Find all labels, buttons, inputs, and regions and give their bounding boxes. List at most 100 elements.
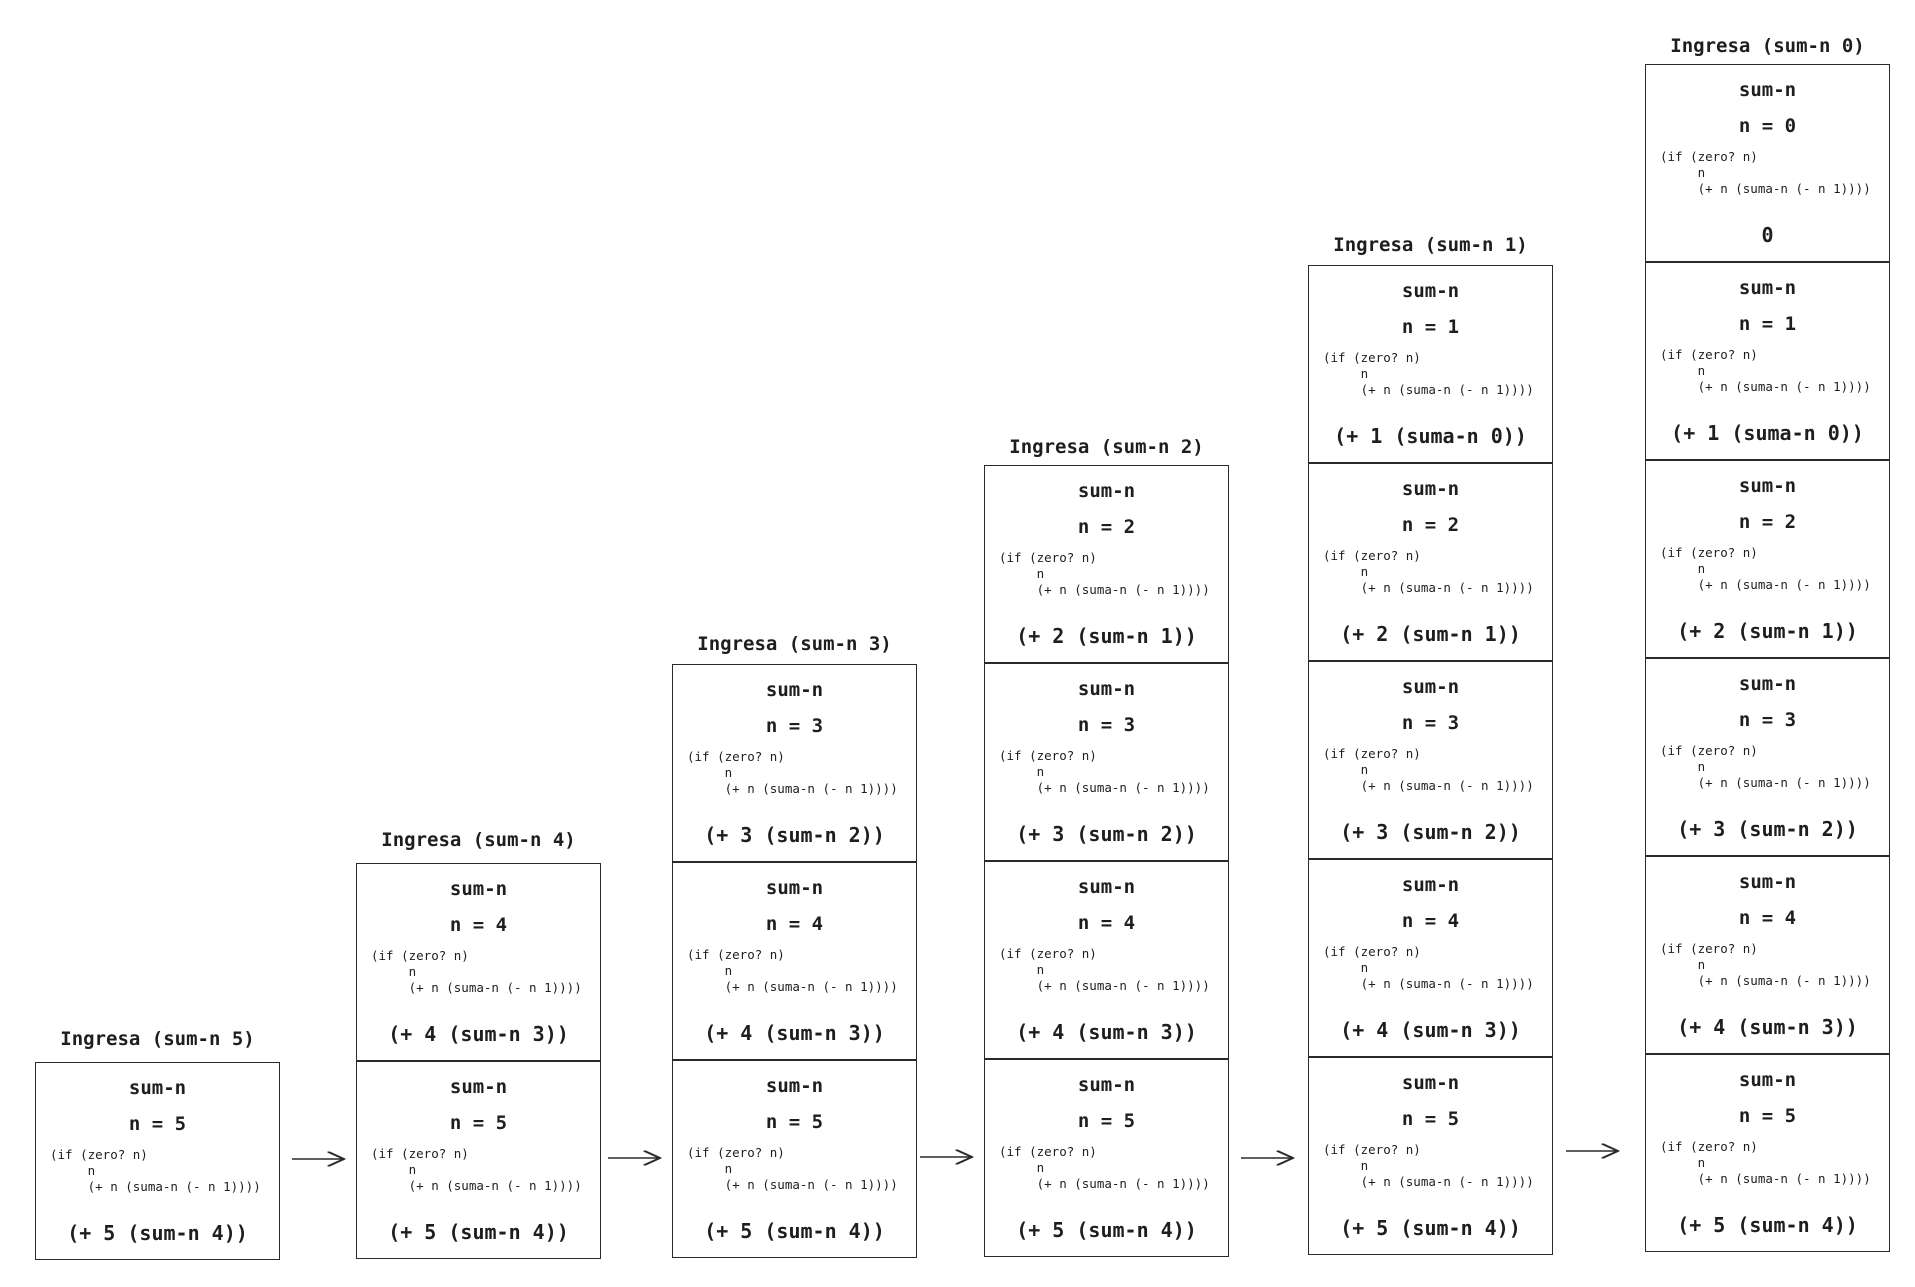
code-line: n xyxy=(999,764,1045,779)
code-line: n xyxy=(1323,1158,1369,1173)
frame-function-name: sum-n xyxy=(1738,277,1797,299)
frame-pending-expression: (+ 5 (sum-n 4)) xyxy=(704,1219,885,1243)
frame-function-name: sum-n xyxy=(1401,676,1460,698)
code-line: (if (zero? n) xyxy=(371,948,469,963)
code-line: (+ n (suma-n (- n 1)))) xyxy=(1323,976,1534,991)
code-line: (+ n (suma-n (- n 1)))) xyxy=(1323,382,1534,397)
frame-pending-expression: (+ 2 (sum-n 1)) xyxy=(1677,619,1858,643)
code-line: (if (zero? n) xyxy=(1323,746,1421,761)
code-line: n xyxy=(999,962,1045,977)
code-line: (if (zero? n) xyxy=(999,748,1097,763)
code-line: n xyxy=(50,1163,96,1178)
code-line: (+ n (suma-n (- n 1)))) xyxy=(1660,577,1871,592)
code-line: (+ n (suma-n (- n 1)))) xyxy=(1323,580,1534,595)
frame-n-binding: n = 5 xyxy=(449,1112,508,1134)
frame-function-body: (if (zero? n) n (+ n (suma-n (- n 1)))) xyxy=(1323,944,1534,992)
frame-n-binding: n = 5 xyxy=(1077,1110,1136,1132)
code-line: n xyxy=(687,963,733,978)
frame-pending-expression: 0 xyxy=(1761,223,1774,247)
frame-pending-expression: (+ 1 (suma-n 0)) xyxy=(1671,421,1864,445)
code-line: (+ n (suma-n (- n 1)))) xyxy=(1660,379,1871,394)
frame-function-name: sum-n xyxy=(1077,876,1136,898)
code-line: (+ n (suma-n (- n 1)))) xyxy=(371,980,582,995)
code-line: (if (zero? n) xyxy=(1660,545,1758,560)
frame-function-body: (if (zero? n) n (+ n (suma-n (- n 1)))) xyxy=(371,948,582,996)
frame-pending-expression: (+ 1 (suma-n 0)) xyxy=(1334,424,1527,448)
frame-n-binding: n = 3 xyxy=(765,715,824,737)
frame-function-body: (if (zero? n) n (+ n (suma-n (- n 1)))) xyxy=(371,1146,582,1194)
frame-n-binding: n = 5 xyxy=(1738,1105,1797,1127)
code-line: (+ n (suma-n (- n 1)))) xyxy=(687,1177,898,1192)
frame-pending-expression: (+ 5 (sum-n 4)) xyxy=(1677,1213,1858,1237)
frame-pending-expression: (+ 4 (sum-n 3)) xyxy=(1677,1015,1858,1039)
frame-function-name: sum-n xyxy=(449,1076,508,1098)
frame-function-body: (if (zero? n) n (+ n (suma-n (- n 1)))) xyxy=(1660,347,1871,395)
frame-function-body: (if (zero? n) n (+ n (suma-n (- n 1)))) xyxy=(1660,149,1871,197)
code-line: (+ n (suma-n (- n 1)))) xyxy=(999,1176,1210,1191)
code-line: (if (zero? n) xyxy=(999,1144,1097,1159)
code-line: (if (zero? n) xyxy=(687,749,785,764)
frame-n-binding: n = 1 xyxy=(1738,313,1797,335)
frame-function-body: (if (zero? n) n (+ n (suma-n (- n 1)))) xyxy=(50,1147,261,1195)
frame-pending-expression: (+ 4 (sum-n 3)) xyxy=(704,1021,885,1045)
frame-n-binding: n = 2 xyxy=(1738,511,1797,533)
code-line: (+ n (suma-n (- n 1)))) xyxy=(1323,1174,1534,1189)
frame-function-body: (if (zero? n) n (+ n (suma-n (- n 1)))) xyxy=(687,749,898,797)
frame-function-name: sum-n xyxy=(1401,478,1460,500)
frame-function-name: sum-n xyxy=(1401,874,1460,896)
code-line: (+ n (suma-n (- n 1)))) xyxy=(1660,775,1871,790)
frame-function-body: (if (zero? n) n (+ n (suma-n (- n 1)))) xyxy=(1323,350,1534,398)
code-line: (+ n (suma-n (- n 1)))) xyxy=(50,1179,261,1194)
code-line: (if (zero? n) xyxy=(687,1145,785,1160)
frame-function-body: (if (zero? n) n (+ n (suma-n (- n 1)))) xyxy=(999,550,1210,598)
frame-pending-expression: (+ 5 (sum-n 4)) xyxy=(67,1221,248,1245)
code-line: (+ n (suma-n (- n 1)))) xyxy=(687,979,898,994)
frame-function-name: sum-n xyxy=(128,1077,187,1099)
frame-function-body: (if (zero? n) n (+ n (suma-n (- n 1)))) xyxy=(1323,1142,1534,1190)
frame-pending-expression: (+ 3 (sum-n 2)) xyxy=(1340,820,1521,844)
frame-function-name: sum-n xyxy=(1401,1072,1460,1094)
code-line: n xyxy=(1660,561,1706,576)
code-line: (if (zero? n) xyxy=(999,550,1097,565)
code-line: n xyxy=(1660,165,1706,180)
code-line: (if (zero? n) xyxy=(1660,1139,1758,1154)
frame-function-body: (if (zero? n) n (+ n (suma-n (- n 1)))) xyxy=(1323,548,1534,596)
frame-pending-expression: (+ 3 (sum-n 2)) xyxy=(704,823,885,847)
frame-n-binding: n = 4 xyxy=(449,914,508,936)
code-line: (if (zero? n) xyxy=(1660,941,1758,956)
code-line: n xyxy=(687,1161,733,1176)
frame-function-body: (if (zero? n) n (+ n (suma-n (- n 1)))) xyxy=(1660,545,1871,593)
code-line: (if (zero? n) xyxy=(371,1146,469,1161)
code-line: n xyxy=(1660,363,1706,378)
code-line: (if (zero? n) xyxy=(1660,149,1758,164)
frame-function-name: sum-n xyxy=(765,679,824,701)
code-line: (if (zero? n) xyxy=(1323,1142,1421,1157)
stack-title: Ingresa (sum-n 3) xyxy=(697,633,892,655)
code-line: (if (zero? n) xyxy=(1323,350,1421,365)
code-line: (+ n (suma-n (- n 1)))) xyxy=(999,780,1210,795)
code-line: n xyxy=(687,765,733,780)
frame-function-name: sum-n xyxy=(1738,673,1797,695)
code-line: (+ n (suma-n (- n 1)))) xyxy=(1660,973,1871,988)
frame-function-name: sum-n xyxy=(1077,480,1136,502)
frame-n-binding: n = 3 xyxy=(1401,712,1460,734)
code-line: (+ n (suma-n (- n 1)))) xyxy=(999,582,1210,597)
frame-function-name: sum-n xyxy=(1738,1069,1797,1091)
frame-n-binding: n = 1 xyxy=(1401,316,1460,338)
code-line: n xyxy=(999,566,1045,581)
code-line: (if (zero? n) xyxy=(1660,743,1758,758)
frame-pending-expression: (+ 3 (sum-n 2)) xyxy=(1016,822,1197,846)
